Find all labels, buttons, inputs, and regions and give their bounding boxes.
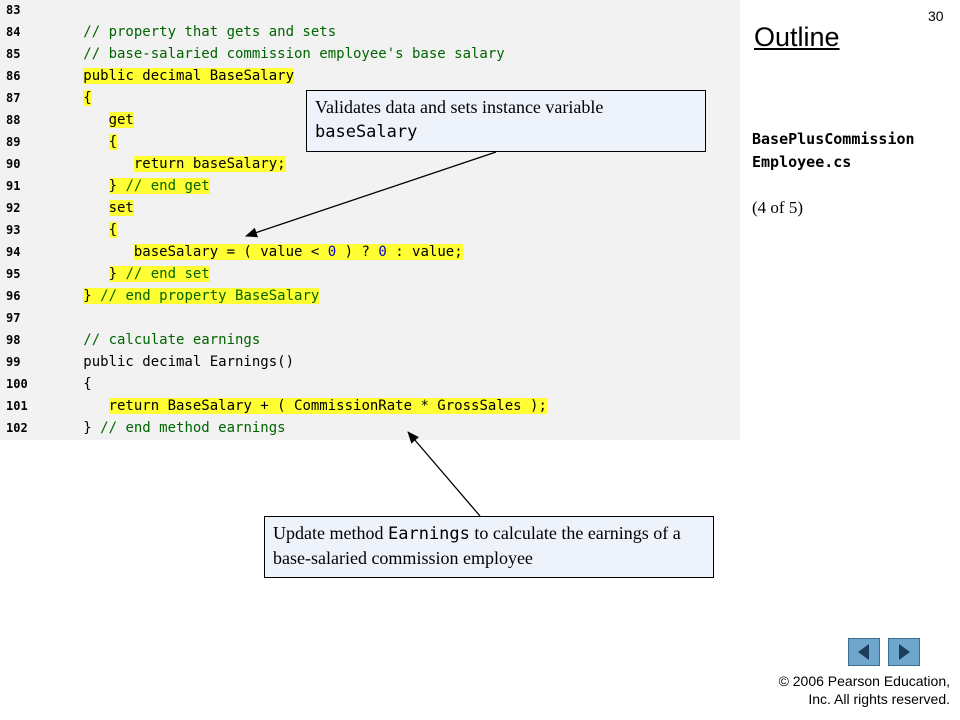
code-text: { — [58, 219, 118, 241]
line-number: 89 — [6, 135, 21, 149]
callout-bottom-text-after: to calculate the earnings of a base-sala… — [273, 523, 681, 568]
code-token: { — [108, 134, 118, 150]
file-name: BasePlusCommission Employee.cs — [752, 128, 960, 174]
previous-slide-button[interactable] — [848, 638, 880, 666]
next-slide-button[interactable] — [888, 638, 920, 666]
code-token: // end get — [125, 178, 210, 194]
line-number: 87 — [6, 91, 21, 105]
arrow-to-basesalary — [245, 151, 497, 238]
line-number: 85 — [6, 47, 21, 61]
callout-bottom-code: Earnings — [387, 524, 470, 544]
code-token: } — [108, 266, 126, 282]
code-token: // end method earnings — [100, 420, 286, 436]
code-text: return baseSalary; — [58, 153, 286, 175]
line-number: 100 — [6, 377, 28, 391]
line-number: 95 — [6, 267, 21, 281]
copyright-line-1: © 2006 Pearson Education, — [778, 673, 950, 689]
code-token: { — [83, 90, 92, 106]
code-token: // end set — [125, 266, 210, 282]
code-text: { — [58, 373, 92, 395]
code-text: } // end property BaseSalary — [58, 285, 320, 307]
line-number: 98 — [6, 333, 21, 347]
code-token: // base-salaried commission employee's b… — [58, 46, 505, 62]
code-token: { — [108, 222, 118, 238]
code-text: } // end set — [58, 263, 210, 285]
callout-update-earnings: Update method Earnings to calculate the … — [264, 516, 714, 578]
callout-top-code: baseSalary — [315, 122, 418, 142]
callout-bottom-text: Update method — [273, 523, 388, 543]
copyright: © 2006 Pearson Education, Inc. All right… — [779, 672, 950, 708]
code-token: } — [83, 288, 101, 304]
triangle-left-icon — [858, 644, 869, 660]
code-token: baseSalary = ( value < — [133, 244, 328, 260]
code-text: get — [58, 109, 134, 131]
line-number: 94 — [6, 245, 21, 259]
code-token: get — [108, 112, 134, 128]
code-text: { — [58, 87, 92, 109]
code-token: 0 — [378, 244, 387, 260]
line-number: 93 — [6, 223, 21, 237]
code-token: 0 — [327, 244, 337, 260]
line-number: 102 — [6, 421, 28, 435]
line-number: 101 — [6, 399, 28, 413]
line-number: 83 — [6, 3, 21, 17]
code-text: return BaseSalary + ( CommissionRate * G… — [58, 395, 547, 417]
code-token: // end property BaseSalary — [100, 288, 320, 304]
line-number: 99 — [6, 355, 21, 369]
line-number: 86 — [6, 69, 21, 83]
code-token: } — [108, 178, 126, 194]
line-number: 92 — [6, 201, 21, 215]
code-token: } — [58, 420, 101, 436]
arrow-to-earnings — [407, 431, 481, 517]
line-number: 96 — [6, 289, 21, 303]
line-number: 97 — [6, 311, 21, 325]
outline-title: Outline — [754, 22, 840, 52]
callout-validates-data: Validates data and sets instance variabl… — [306, 90, 706, 152]
code-token: return baseSalary; — [133, 156, 286, 172]
code-token: public decimal Earnings() — [58, 354, 295, 370]
file-name-line-1: BasePlusCommission — [752, 130, 915, 148]
slide-number: 30 — [928, 8, 944, 24]
copyright-line-2: Inc. All rights reserved. — [808, 691, 950, 707]
page-indicator: (4 of 5) — [752, 198, 803, 217]
line-number: 91 — [6, 179, 21, 193]
code-text: { — [58, 131, 118, 153]
code-token: set — [108, 200, 134, 216]
line-number: 84 — [6, 25, 21, 39]
code-text: baseSalary = ( value < 0 ) ? 0 : value; — [58, 241, 463, 263]
code-token: : value; — [386, 244, 463, 260]
callout-top-text: Validates data and sets instance variabl… — [315, 97, 604, 117]
code-text: public decimal BaseSalary — [58, 65, 295, 87]
file-name-line-2: Employee.cs — [752, 153, 852, 171]
code-token: public decimal BaseSalary — [83, 68, 295, 84]
code-token: // property that gets and sets — [58, 24, 337, 40]
line-number: 88 — [6, 113, 21, 127]
code-token: return BaseSalary + ( CommissionRate * G… — [108, 398, 547, 414]
code-listing: 83 84 // property that gets and sets 85 //… — [0, 0, 740, 440]
code-token: { — [58, 376, 92, 392]
code-text: } // end method earnings — [58, 417, 286, 439]
code-text: public decimal Earnings() — [58, 351, 294, 373]
code-text: // property that gets and sets — [58, 21, 336, 43]
code-text: set — [58, 197, 134, 219]
code-token: ) ? — [336, 244, 379, 260]
code-text: // calculate earnings — [58, 329, 260, 351]
line-number: 90 — [6, 157, 21, 171]
code-token: // calculate earnings — [58, 332, 261, 348]
code-text: // base-salaried commission employee's b… — [58, 43, 505, 65]
triangle-right-icon — [899, 644, 910, 660]
code-text: } // end get — [58, 175, 210, 197]
